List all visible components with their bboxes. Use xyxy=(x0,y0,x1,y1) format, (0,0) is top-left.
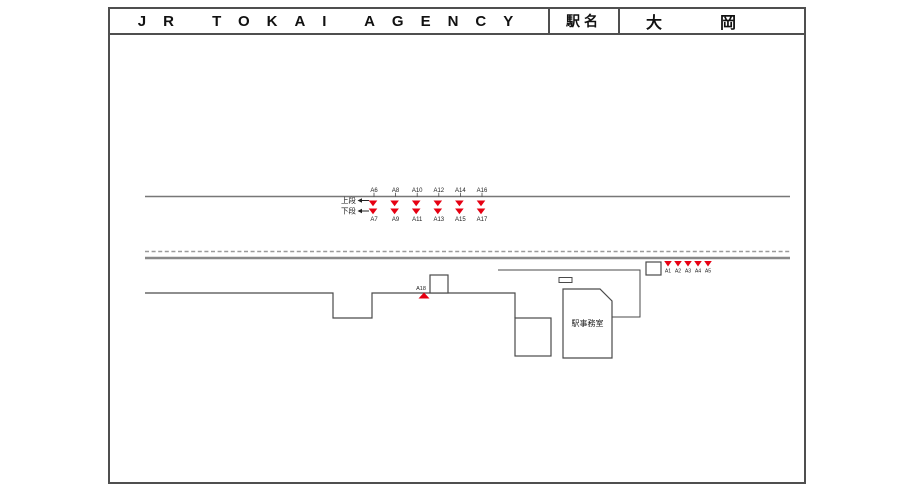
station-office-label: 駅事務室 xyxy=(572,318,604,328)
billboard-top-label: A10 xyxy=(412,188,423,194)
billboard-marker-upper-triangle xyxy=(411,200,421,207)
billboard-bottom-label: A17 xyxy=(477,217,488,223)
billboard-bottom-label: A7 xyxy=(370,217,378,223)
billboard-top-label: A8 xyxy=(392,188,400,194)
billboard-bottom-label: A13 xyxy=(433,217,444,223)
marker-a18-triangle xyxy=(418,292,430,299)
station-name: 大 岡 xyxy=(620,9,804,33)
diagram-frame: JR TOKAI AGENCY 駅名 大 岡 xyxy=(108,7,806,484)
trackside-marker-triangle xyxy=(694,261,702,267)
billboard-marker-upper-triangle xyxy=(476,200,486,207)
billboard-marker-upper-triangle xyxy=(433,200,443,207)
billboard-bottom-label: A15 xyxy=(455,217,466,223)
upper-row-arrow-icon xyxy=(357,198,369,203)
trackside-marker-triangle xyxy=(684,261,692,267)
station-name-char-2: 岡 xyxy=(720,15,737,32)
trackside-marker-label: A5 xyxy=(705,269,711,275)
trackside-marker-label: A4 xyxy=(695,269,701,275)
billboard-top-label: A16 xyxy=(477,188,488,194)
trackside-marker-triangle xyxy=(704,261,712,267)
billboard-top-label: A14 xyxy=(455,188,466,194)
billboard-bottom-label: A9 xyxy=(392,217,400,223)
trackside-markers: A1 A2 A3 A4 A5 xyxy=(664,261,712,275)
small-sign-rect xyxy=(558,277,573,283)
side-room-outline xyxy=(514,317,552,357)
marker-a18-label: A18 xyxy=(416,286,426,292)
trackside-marker-label: A1 xyxy=(665,269,671,275)
billboard-top-label: A12 xyxy=(433,188,444,194)
trackside-marker-label: A3 xyxy=(685,269,691,275)
office-wall-line xyxy=(498,269,641,318)
station-name-label: 駅名 xyxy=(548,9,620,33)
trackside-marker-label: A2 xyxy=(675,269,681,275)
billboard-marker-lower-triangle xyxy=(476,208,486,215)
station-office-outline xyxy=(562,288,613,359)
billboard-marker-upper-triangle xyxy=(368,200,378,207)
platform-structure-box xyxy=(429,274,449,294)
trackside-sign-box xyxy=(645,261,662,276)
billboard-bottom-label: A11 xyxy=(412,217,423,223)
billboard-top-label: A6 xyxy=(370,188,378,194)
billboard-marker-lower-triangle xyxy=(368,208,378,215)
lower-row-label: 下段 xyxy=(341,206,356,216)
billboard-marker-upper-triangle xyxy=(455,200,464,207)
company-title: JR TOKAI AGENCY xyxy=(137,12,531,30)
station-name-char-1: 大 xyxy=(646,15,663,32)
lower-platform-outline xyxy=(145,292,516,319)
upper-row-label: 上段 xyxy=(341,195,356,205)
billboard-marker-lower-triangle xyxy=(433,208,443,215)
billboard-marker-upper-triangle xyxy=(390,200,399,207)
trackside-marker-triangle xyxy=(664,261,672,267)
billboard-marker-lower-triangle xyxy=(455,208,464,215)
billboard-marker-lower-triangle xyxy=(411,208,421,215)
lower-row-arrow-icon xyxy=(357,208,369,214)
billboard-marker-lower-triangle xyxy=(390,208,399,215)
trackside-marker-triangle xyxy=(674,261,682,267)
header-row: JR TOKAI AGENCY 駅名 大 岡 xyxy=(110,9,804,35)
